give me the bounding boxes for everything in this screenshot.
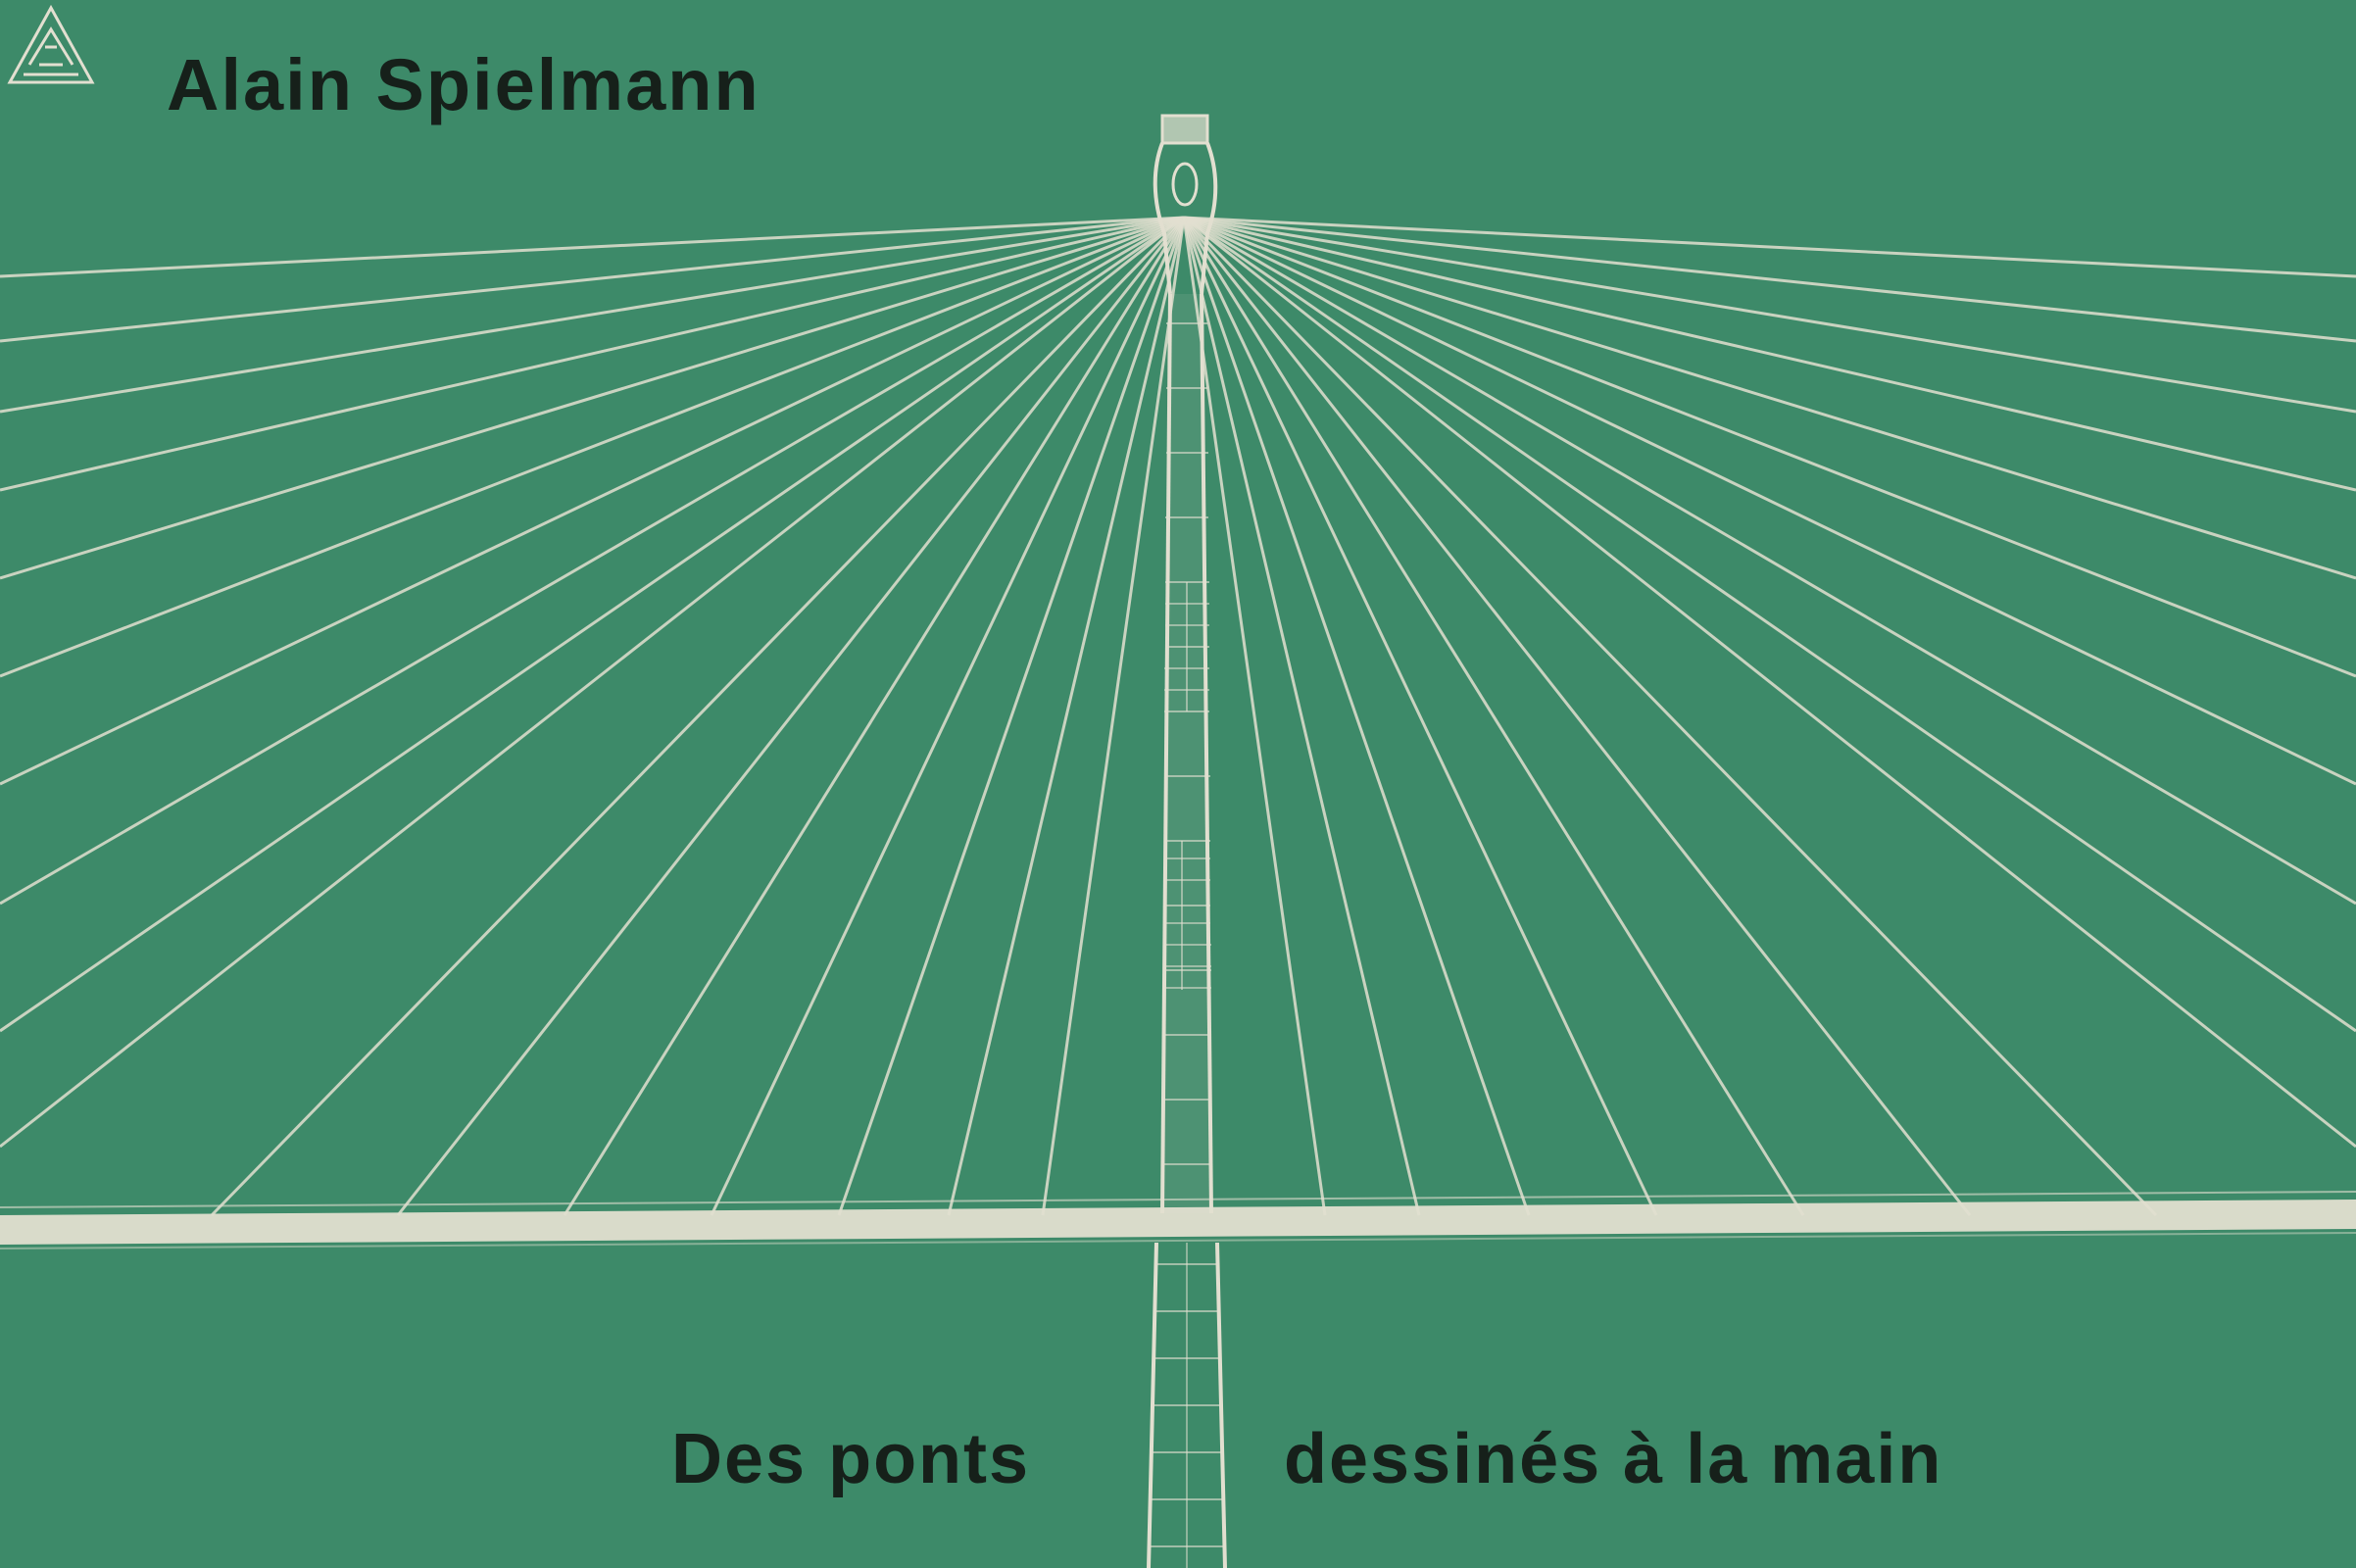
title-left: Des ponts <box>671 1420 1031 1498</box>
title-right: dessinés à la main <box>1284 1420 1943 1498</box>
pylon-pier <box>1147 1242 1227 1568</box>
publisher-logo-icon <box>7 4 95 84</box>
author-name: Alain Spielmann <box>167 44 761 125</box>
bridge-deck <box>0 1191 2356 1250</box>
pylon-mast <box>1153 114 1218 1214</box>
cables-right-fan <box>1182 216 2356 1217</box>
cables-left-fan <box>0 216 1186 1217</box>
